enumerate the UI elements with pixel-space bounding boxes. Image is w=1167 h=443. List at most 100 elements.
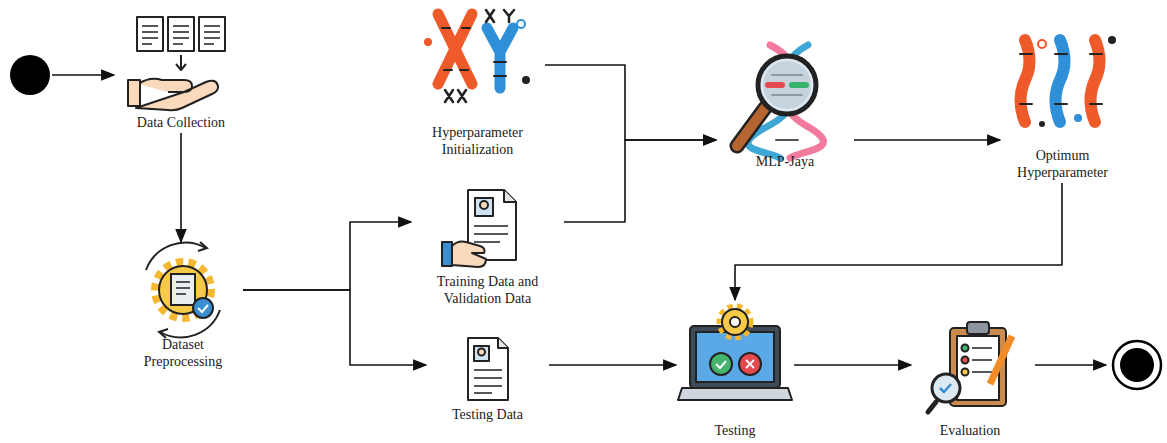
laptop-test-icon bbox=[678, 307, 792, 400]
flow-arrow bbox=[243, 222, 411, 290]
evaluation-clipboard-icon-part bbox=[928, 402, 936, 412]
data-collection-icon-part bbox=[168, 17, 194, 51]
flow-arrow bbox=[854, 139, 1000, 141]
preprocessing-icon-part bbox=[193, 298, 213, 318]
chromosome-icon-part bbox=[442, 28, 470, 70]
dna-magnifier-icon-part bbox=[763, 61, 811, 109]
training-document-icon-part bbox=[504, 190, 516, 202]
icon-node: Dataset Preprocessing bbox=[123, 242, 243, 372]
evaluation-clipboard-icon-part bbox=[932, 374, 960, 402]
training-document-icon bbox=[442, 190, 516, 267]
start-node bbox=[10, 55, 114, 95]
data-collection-icon-part bbox=[199, 17, 225, 51]
laptop-test-icon-part bbox=[730, 317, 740, 327]
training-document-icon-part bbox=[480, 201, 488, 209]
evaluation-clipboard-icon-part bbox=[967, 322, 989, 334]
evaluation-clipboard-icon-part bbox=[962, 345, 969, 352]
node-label: Testing Data bbox=[430, 406, 545, 423]
testing-document-icon-part bbox=[498, 338, 508, 348]
training-document-icon-part bbox=[442, 242, 452, 266]
end-node-part bbox=[1113, 341, 1161, 389]
dna-magnifier-icon-part bbox=[737, 108, 765, 146]
laptop-test-icon-part bbox=[716, 361, 726, 368]
chromosome-icon-part bbox=[517, 20, 525, 28]
icon-node: Training Data and Validation Data bbox=[411, 185, 564, 309]
training-document-icon-part bbox=[475, 198, 493, 216]
data-collection-icon-part bbox=[136, 79, 218, 111]
end-node bbox=[1035, 341, 1161, 389]
icon-node: Hyperparameter Initialization bbox=[410, 2, 545, 160]
flow-arrow bbox=[549, 364, 676, 366]
icon-node: Testing Data bbox=[426, 332, 549, 425]
training-document-icon-part bbox=[474, 226, 508, 242]
preprocessing-icon bbox=[146, 242, 220, 338]
laptop-test-icon-part bbox=[722, 309, 748, 335]
optimum-chromosome-icon-part bbox=[1021, 40, 1030, 122]
testing-document-icon bbox=[468, 338, 508, 400]
data-collection-icon-part bbox=[128, 80, 140, 106]
start-node-part bbox=[52, 74, 114, 76]
chromosome-icon-part bbox=[445, 90, 466, 102]
start-node-part bbox=[10, 55, 50, 95]
node-label: Data Collection bbox=[121, 114, 241, 131]
data-collection-icon-part bbox=[176, 55, 186, 70]
evaluation-clipboard-icon bbox=[928, 322, 1012, 412]
icon-node: MLP-Jaya bbox=[716, 40, 854, 172]
flow-arrow bbox=[180, 133, 182, 242]
optimum-chromosome-icon-part bbox=[1020, 54, 1102, 104]
icon-node: Testing bbox=[676, 300, 794, 441]
node-label: Evaluation bbox=[915, 422, 1025, 439]
chromosome-icon bbox=[424, 10, 530, 102]
preprocessing-icon-part bbox=[198, 242, 207, 251]
node-label: Hyperparameter Initialization bbox=[418, 124, 538, 158]
training-document-icon-part bbox=[452, 242, 486, 268]
optimum-chromosome-icon-part bbox=[1056, 40, 1065, 122]
optimum-chromosome-icon-part bbox=[1108, 36, 1116, 44]
node-label: Testing bbox=[680, 422, 790, 439]
flow-arrow bbox=[243, 290, 426, 365]
dna-magnifier-icon-part bbox=[737, 108, 765, 146]
chromosome-icon-part bbox=[487, 28, 513, 88]
optimum-chromosome-icon-part bbox=[1074, 114, 1082, 122]
optimum-chromosome-icon bbox=[1020, 36, 1116, 127]
node-label: Dataset Preprocessing bbox=[133, 336, 233, 370]
optimum-chromosome-icon-part bbox=[1038, 40, 1046, 48]
icon-node: Data Collection bbox=[117, 10, 245, 133]
optimum-chromosome-icon-part bbox=[1091, 40, 1100, 122]
end-node-part bbox=[1120, 348, 1154, 382]
node-label: Training Data and Validation Data bbox=[415, 273, 560, 307]
laptop-test-icon-part bbox=[696, 332, 774, 382]
preprocessing-icon-part bbox=[176, 282, 190, 294]
chromosome-icon-part bbox=[522, 76, 530, 84]
evaluation-clipboard-icon-part bbox=[990, 336, 1012, 384]
icon-node: Evaluation bbox=[911, 315, 1029, 441]
evaluation-clipboard-icon-part bbox=[957, 336, 999, 400]
evaluation-clipboard-icon-part bbox=[972, 348, 992, 372]
laptop-test-icon-part bbox=[739, 353, 761, 375]
data-collection-icon bbox=[128, 17, 225, 110]
icon-node: Optimum Hyperparameter bbox=[1000, 32, 1125, 183]
testing-document-icon-part bbox=[474, 346, 489, 361]
laptop-test-icon-part bbox=[746, 360, 754, 368]
end-node-part bbox=[1035, 364, 1106, 366]
testing-document-icon-part bbox=[478, 349, 485, 356]
dna-magnifier-icon-part bbox=[758, 56, 816, 114]
node-label: Optimum Hyperparameter bbox=[1007, 147, 1119, 181]
preprocessing-icon-part bbox=[146, 243, 206, 270]
optimum-chromosome-icon-part bbox=[1039, 121, 1045, 127]
preprocessing-icon-part bbox=[159, 329, 168, 338]
dna-magnifier-icon-part bbox=[772, 75, 802, 95]
evaluation-clipboard-icon-part bbox=[940, 384, 951, 392]
flow-arrow bbox=[794, 364, 911, 366]
testing-document-icon-part bbox=[474, 370, 502, 393]
preprocessing-icon-part bbox=[198, 305, 208, 312]
laptop-test-icon-part bbox=[710, 353, 732, 375]
data-collection-icon-part bbox=[142, 26, 220, 44]
flow-arrow bbox=[545, 65, 716, 140]
dna-magnifier-icon-part bbox=[768, 82, 782, 88]
preprocessing-icon-part bbox=[171, 274, 195, 305]
flow-arrow bbox=[735, 183, 1062, 300]
node-label: MLP-Jaya bbox=[720, 153, 850, 170]
